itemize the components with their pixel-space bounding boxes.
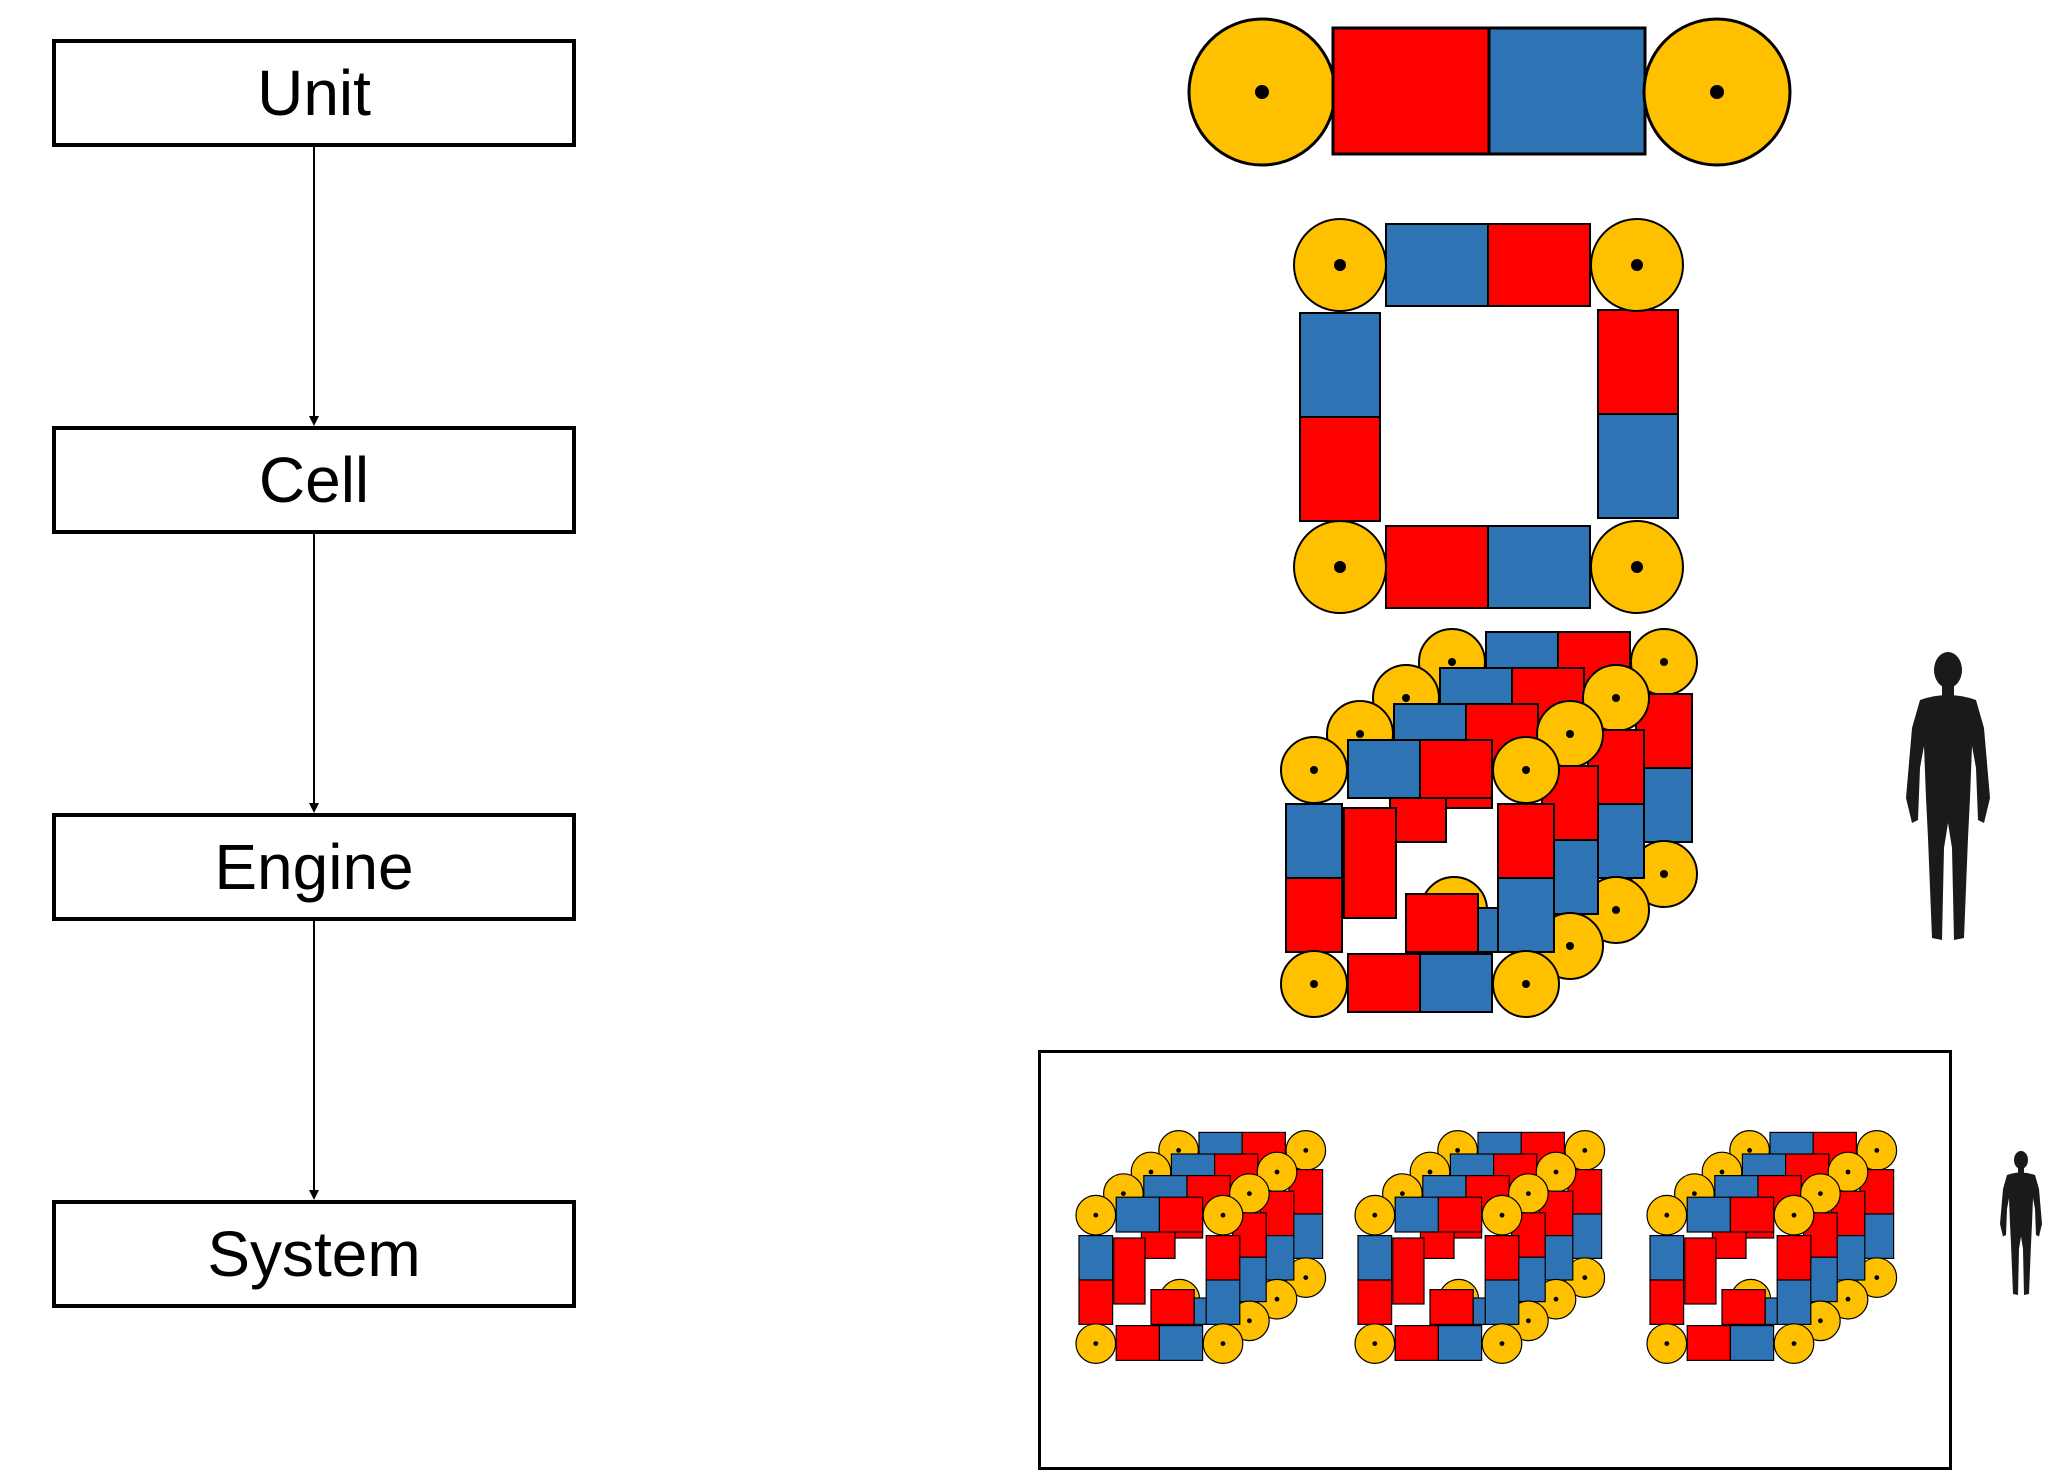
engine-label: Engine (214, 831, 414, 903)
system-engine-3 (1646, 1129, 1898, 1365)
system-label: System (207, 1218, 421, 1290)
blue-block-icon (1487, 26, 1647, 156)
system-engine-1 (1075, 1129, 1327, 1365)
red-block-icon (1331, 26, 1491, 156)
unit-label: Unit (257, 57, 371, 129)
engine-box: Engine (52, 813, 576, 921)
unit-illustration (1187, 17, 1792, 167)
unit-box: Unit (52, 39, 576, 147)
engine-illustration (1280, 628, 1698, 1018)
cell-box: Cell (52, 426, 576, 534)
human-silhouette-icon (1906, 652, 1990, 940)
human-silhouette-icon (2000, 1151, 2042, 1295)
cell-illustration (1293, 218, 1684, 614)
system-engine-2 (1354, 1129, 1606, 1365)
system-box: System (52, 1200, 576, 1308)
cell-label: Cell (258, 444, 370, 516)
